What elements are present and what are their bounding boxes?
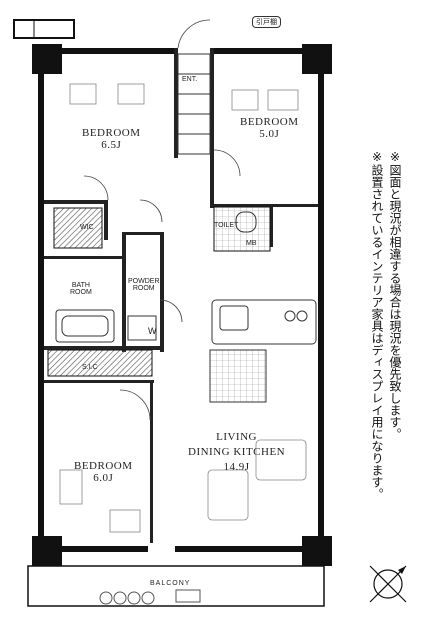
bedroom-nw-label: BEDROOM 6.5J [82, 127, 141, 151]
note-2: ※設置されているインテリア家具はディスプレイ用になります。 [370, 150, 384, 500]
entrance-label: ENT. [182, 76, 198, 83]
closet-sic-label: S.I.C [82, 364, 98, 371]
kitchen [209, 299, 317, 403]
ldk-size: 14.9J [223, 461, 250, 473]
entrance-stairs [177, 53, 211, 155]
interior-walls [44, 48, 318, 543]
north-compass-icon [369, 565, 407, 603]
furniture [59, 83, 307, 533]
toilet-label: TOILET [214, 222, 239, 229]
closet-wic-label: WIC [80, 224, 94, 231]
notes: ※図面と現況が相違する場合は現況を優先致します。 ※設置されているインテリア家具… [370, 150, 402, 545]
balcony-label: BALCONY [150, 580, 191, 587]
bedroom-ne-size: 5.0J [259, 128, 280, 140]
hatched-areas [47, 206, 271, 377]
bedroom-sw-label: BEDROOM 6.0J [74, 460, 133, 484]
outer-walls [32, 44, 332, 566]
sliding-shelf-tag: 引戸棚 [252, 16, 281, 28]
bedroom-ne-label: BEDROOM 5.0J [240, 116, 299, 140]
bath-label: BATH ROOM [70, 282, 92, 296]
washer-label: W [148, 326, 157, 336]
balcony [27, 565, 325, 607]
bedroom-sw-size: 6.0J [93, 472, 114, 484]
closet-mb-label: MB [246, 240, 257, 247]
meter-box [13, 19, 75, 39]
door-swings [83, 19, 241, 421]
note-1: ※図面と現況が相違する場合は現況を優先致します。 [388, 150, 402, 440]
powder-label: POWDER ROOM [128, 278, 160, 292]
bedroom-nw-size: 6.5J [101, 139, 122, 151]
ldk-label: LIVING DINING KITCHEN 14.9J [188, 431, 286, 473]
bath-fixtures [55, 211, 257, 343]
